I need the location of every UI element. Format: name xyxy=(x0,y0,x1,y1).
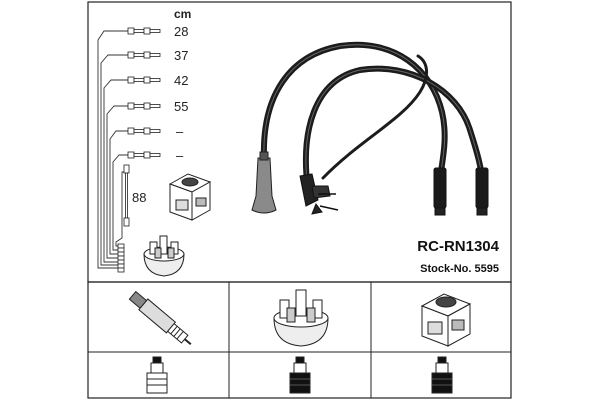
unit-label: cm xyxy=(174,7,191,21)
connector-row-5 xyxy=(127,127,161,135)
coil-boot xyxy=(251,151,277,214)
connector-row-6 xyxy=(127,151,161,159)
ignition-coil-icon xyxy=(168,173,212,221)
plug-boot-1 xyxy=(433,167,447,216)
ignition-coil-icon-large xyxy=(420,293,472,347)
connector-row-3 xyxy=(127,76,161,84)
length-label-4: 55 xyxy=(174,99,188,114)
distributor-connector xyxy=(299,173,339,215)
spark-plug-icon xyxy=(128,290,192,345)
connector-row-4 xyxy=(127,102,161,110)
length-label-7: 88 xyxy=(132,190,146,205)
boot-connector-icon xyxy=(431,356,453,394)
length-label-6: – xyxy=(176,148,184,163)
connector-row-2 xyxy=(127,51,161,59)
length-label-3: 42 xyxy=(174,73,188,88)
plug-boot-2 xyxy=(475,167,489,216)
connector-row-1 xyxy=(127,27,161,35)
lead-terminals xyxy=(117,243,125,273)
boot-connector-icon xyxy=(289,356,311,394)
part-code: RC-RN1304 xyxy=(417,238,499,255)
bottom-frame xyxy=(87,281,512,399)
connector-row-7 xyxy=(123,164,130,227)
stock-number: Stock-No. 5595 xyxy=(420,263,499,275)
lead-connectors xyxy=(117,27,161,273)
boot-connector-icon xyxy=(146,356,168,394)
distributor-cap-icon-large xyxy=(273,289,329,347)
cable-set xyxy=(260,41,485,193)
length-label-5: – xyxy=(176,124,184,139)
distributor-cap-icon xyxy=(143,235,185,277)
lead-bundle xyxy=(97,30,128,269)
length-label-2: 37 xyxy=(174,48,188,63)
length-label-1: 28 xyxy=(174,24,188,39)
